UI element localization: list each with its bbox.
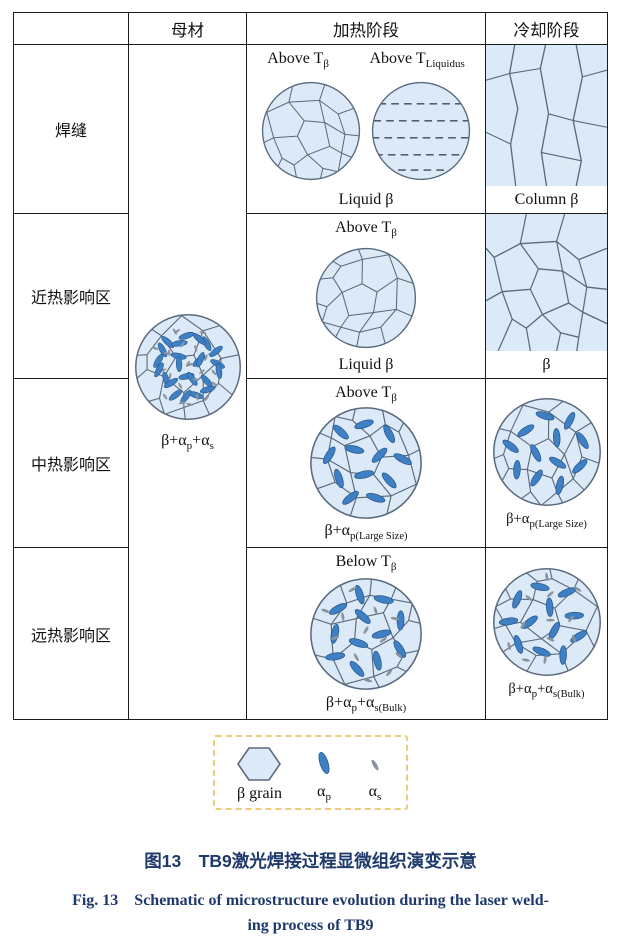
caption-chinese: 图13 TB9激光焊接过程显微组织演变示意 — [144, 851, 477, 872]
mid-haz-heating-circle — [308, 404, 424, 522]
label-above-t-beta: Above Tβ — [335, 384, 397, 405]
label-beta: β — [542, 355, 551, 373]
legend-item-beta-grain: β grain — [237, 746, 282, 803]
label-above-t-liquidus: Above TLiquidus — [369, 50, 465, 71]
legend-item-alpha-p: αp — [312, 746, 336, 803]
header-base-metal: 母材 — [129, 13, 247, 45]
caption-english-line1: Fig. 13 Schematic of microstructure evol… — [72, 892, 549, 910]
base-metal-phase-label: β+αp+αs — [161, 431, 214, 453]
header-heating-label: 加热阶段 — [333, 20, 399, 40]
cell-far-haz-heating: Below Tβ β+αp+αs(Bulk) — [247, 548, 486, 719]
far-haz-heating-circle — [308, 573, 424, 694]
row-label-weld-seam: 焊缝 — [14, 45, 129, 214]
base-metal-microstructure — [134, 313, 241, 420]
legend-beta-grain-label: β grain — [236, 785, 282, 803]
beta-alpha-p-alpha-s-microstructure — [310, 577, 422, 690]
beta-grain-icon — [237, 747, 282, 781]
label-liquid-beta: Liquid β — [338, 191, 394, 208]
legend-item-alpha-s: αs — [366, 750, 384, 803]
caption-english-line2: ing process of TB9 — [247, 917, 374, 935]
label-below-t-beta: Below Tβ — [335, 553, 397, 574]
beta-alpha-p-microstructure — [310, 407, 422, 520]
mid-haz-label: 中热影响区 — [30, 457, 111, 474]
header-cooling-stage: 冷却阶段 — [486, 13, 607, 45]
alpha-s-icon — [371, 759, 379, 771]
microstructure-table: 母材 加热阶段 冷却阶段 焊缝 近热影响区 中热影响区 远热影响区 — [13, 12, 608, 720]
beta-alpha-p-microstructure — [492, 397, 601, 506]
header-cooling-label: 冷却阶段 — [513, 20, 580, 40]
label-above-t-beta: Above Tβ — [335, 219, 397, 240]
beta-grains-microstructure — [315, 247, 417, 348]
label-liquid-beta: Liquid β — [338, 356, 394, 373]
row-label-far-haz: 远热影响区 — [14, 548, 129, 719]
label-beta-alpha-p-large: β+αp(Large Size) — [506, 510, 587, 530]
label-above-t-beta: Above Tβ — [267, 50, 329, 71]
weld-heating-circles — [260, 70, 472, 191]
cell-weld-heating: Above Tβ Above TLiquidus Liquid β — [247, 45, 486, 214]
cell-near-haz-cooling: β — [486, 214, 607, 379]
cell-far-haz-cooling: β+αp+αs(Bulk) — [486, 548, 607, 719]
cell-mid-haz-heating: Above Tβ β+αp(Large Size) — [247, 379, 486, 548]
legend-box: β grain αp αs — [212, 735, 408, 811]
cell-mid-haz-cooling: β+αp(Large Size) — [486, 379, 607, 548]
header-base-metal-label: 母材 — [171, 20, 204, 40]
liquid-microstructure — [371, 81, 471, 180]
alpha-p-icon — [318, 752, 330, 774]
legend-alpha-p-label: αp — [317, 783, 331, 804]
label-beta-alpha-p-alpha-s-bulk: β+αp+αs(Bulk) — [508, 681, 585, 701]
cell-weld-cooling: Column β — [486, 45, 607, 214]
weld-heating-top-labels: Above Tβ Above TLiquidus — [247, 50, 485, 70]
beta-grains-microstructure — [486, 214, 607, 351]
beta-grains-microstructure — [261, 81, 361, 180]
row-label-near-haz: 近热影响区 — [14, 214, 129, 379]
cell-base-metal: β+αp+αs — [129, 45, 247, 719]
beta-alpha-p-alpha-s-microstructure — [492, 568, 601, 677]
label-column-beta: Column β — [514, 190, 579, 208]
far-haz-label: 远热影响区 — [30, 627, 111, 645]
label-beta-alpha-p-alpha-s-bulk: β+αp+αs(Bulk) — [325, 694, 407, 715]
label-beta-alpha-p-large: β+αp(Large Size) — [324, 522, 408, 543]
legend-alpha-s-label: αs — [368, 783, 382, 804]
near-haz-label: 近热影响区 — [30, 290, 111, 307]
header-empty-cell — [14, 13, 129, 45]
columnar-beta-microstructure — [486, 45, 607, 186]
row-label-mid-haz: 中热影响区 — [14, 379, 129, 548]
cell-near-haz-heating: Above Tβ Liquid β — [247, 214, 486, 379]
near-haz-heating-circle — [314, 239, 418, 356]
weld-seam-label: 焊缝 — [54, 123, 87, 140]
header-heating-stage: 加热阶段 — [247, 13, 486, 45]
